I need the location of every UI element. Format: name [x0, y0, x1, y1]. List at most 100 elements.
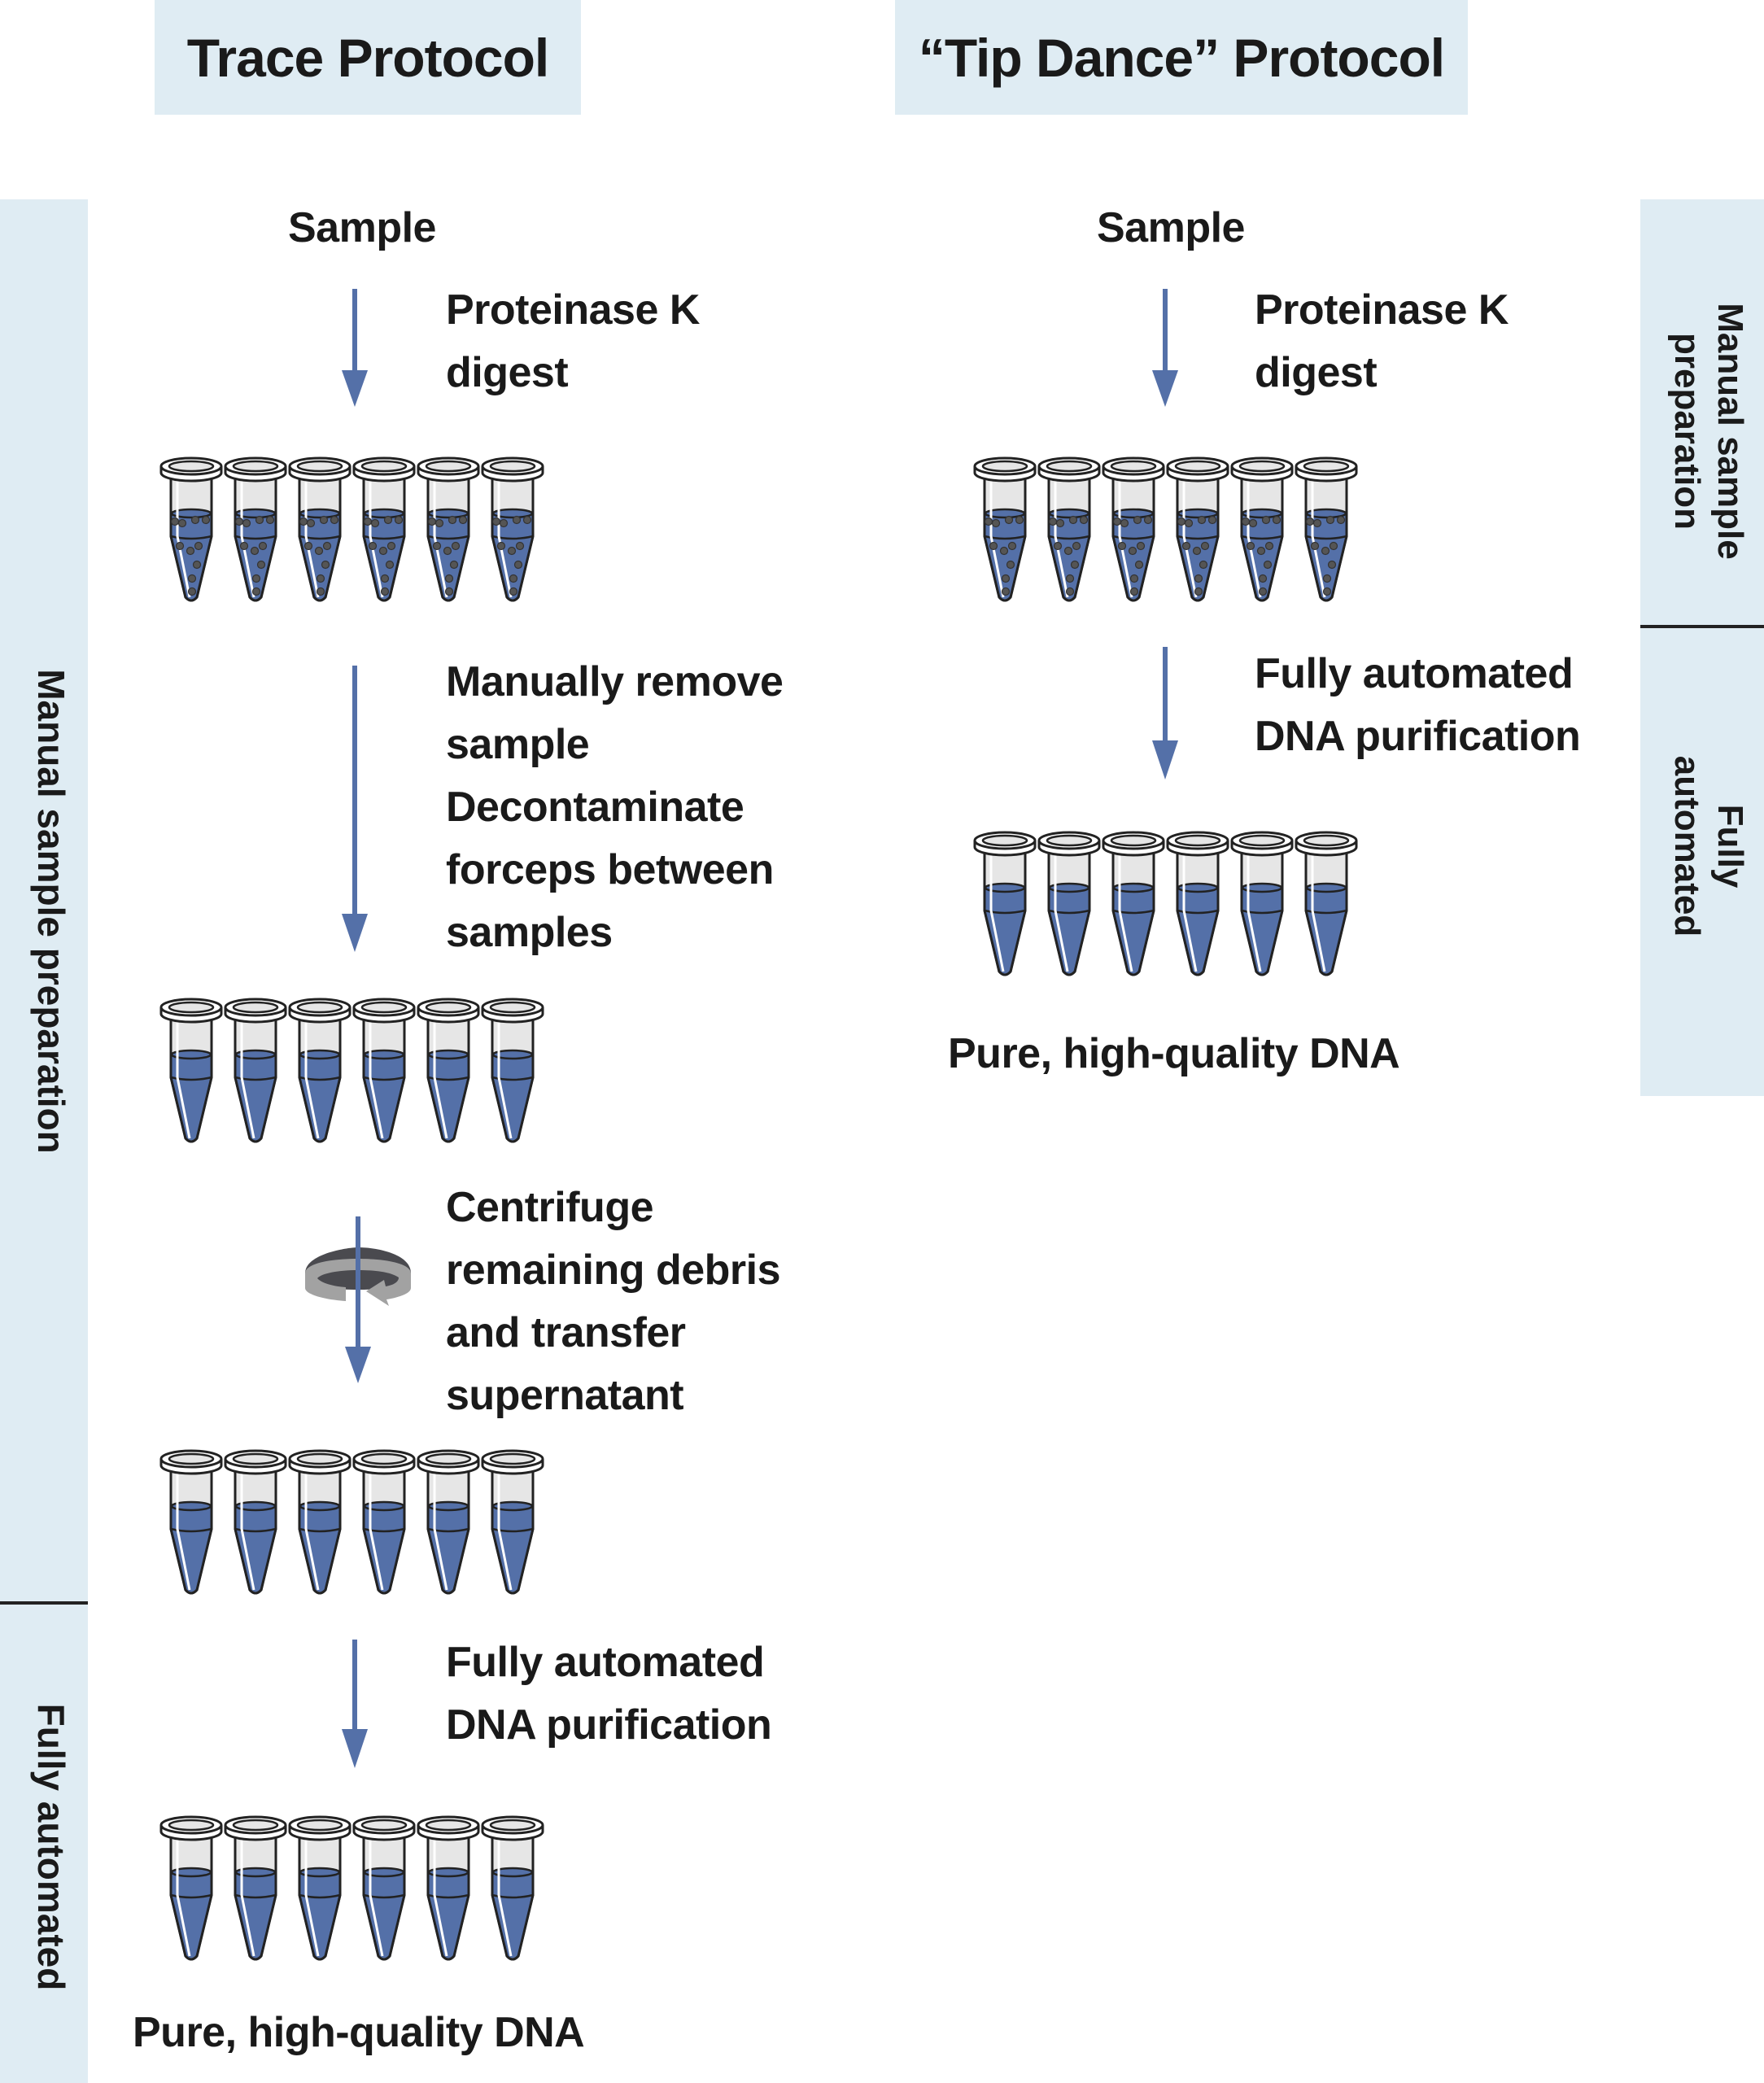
bead [1264, 541, 1274, 551]
tube-with-beads-icon [1295, 456, 1358, 602]
bead [491, 517, 501, 526]
bead [507, 546, 517, 556]
bead [299, 517, 308, 526]
step-line: Fully automated [446, 1639, 765, 1686]
arrow-down-icon [342, 1640, 368, 1768]
bead [1129, 587, 1139, 596]
step-line: digest [1255, 349, 1378, 396]
bead [1006, 560, 1015, 570]
bead [386, 541, 396, 551]
bead [192, 560, 202, 570]
bead [434, 518, 444, 528]
bead [363, 517, 373, 526]
tube-with-liquid-icon [288, 1815, 351, 1961]
bead [1207, 515, 1217, 525]
centrifuge-rotate-icon [305, 1216, 411, 1383]
bead [170, 517, 180, 526]
tipdance-step-automated: Fully automated DNA purification [1255, 643, 1581, 768]
tube-with-liquid-icon [224, 1815, 287, 1961]
bead [383, 515, 393, 525]
bead [1322, 587, 1332, 596]
tip-dance-protocol-header: “Tip Dance” Protocol [895, 0, 1468, 115]
step-line: and transfer [446, 1309, 686, 1356]
tube-with-liquid-icon [1166, 831, 1229, 976]
tip-dance-protocol-title: “Tip Dance” Protocol [918, 27, 1445, 88]
bead [1256, 546, 1266, 556]
bead [444, 574, 454, 583]
bead [1248, 518, 1258, 528]
tube-with-liquid-icon [352, 1449, 416, 1595]
tube-with-liquid-icon [417, 1815, 480, 1961]
tipdance-tube-row-2 [973, 831, 1358, 976]
bead [242, 518, 251, 528]
bead [250, 546, 260, 556]
bead [1143, 515, 1153, 525]
bead [258, 541, 268, 551]
bead [1007, 541, 1017, 551]
tube-with-liquid-icon [481, 1449, 544, 1595]
tube-with-liquid-icon [1037, 831, 1101, 976]
bead [1001, 587, 1011, 596]
bead [1329, 541, 1338, 551]
bead [1004, 515, 1014, 525]
step-line: Proteinase K [1255, 286, 1509, 334]
bead [1184, 518, 1194, 528]
tube-with-beads-icon [481, 456, 544, 602]
trace-tube-row-4 [159, 1815, 544, 1961]
bead [1194, 574, 1203, 583]
bead [999, 546, 1009, 556]
bead [1055, 518, 1065, 528]
arrow-down-icon [1152, 289, 1178, 407]
bead [432, 541, 442, 551]
bead [394, 515, 404, 525]
tube-with-liquid-icon [288, 998, 351, 1143]
bead [1177, 517, 1186, 526]
tipdance-side-label-automated-line2: automated [1667, 755, 1708, 937]
bead [187, 574, 197, 583]
bead [177, 518, 187, 528]
bead [1327, 560, 1337, 570]
bead [1310, 541, 1320, 551]
bead [1181, 541, 1191, 551]
bead [513, 560, 523, 570]
bead [1261, 515, 1271, 525]
trace-step-manual-remove: Manually remove sample Decontaminate for… [446, 651, 784, 964]
bead [496, 541, 506, 551]
bead [234, 517, 244, 526]
bead [380, 587, 390, 596]
step-line: sample [446, 721, 590, 768]
bead [989, 541, 998, 551]
bead [1246, 541, 1255, 551]
bead [256, 560, 266, 570]
bead [448, 515, 457, 525]
bead [1129, 574, 1139, 583]
bead [1068, 515, 1078, 525]
bead [1272, 515, 1282, 525]
bead [368, 541, 378, 551]
bead [306, 518, 316, 528]
bead [385, 560, 395, 570]
bead [449, 560, 459, 570]
trace-tube-row-1 [159, 456, 544, 602]
bead [190, 515, 200, 525]
arrow-down-icon [342, 666, 368, 952]
step-line: Fully automated [1255, 650, 1574, 697]
bead [1136, 541, 1146, 551]
step-line: Proteinase K [446, 286, 700, 334]
bead [186, 546, 195, 556]
bead [1199, 560, 1208, 570]
bead [1112, 517, 1122, 526]
trace-step-proteinase: Proteinase K digest [446, 279, 700, 404]
tube-with-beads-icon [1037, 456, 1101, 602]
bead [370, 518, 380, 528]
step-line: DNA purification [446, 1701, 772, 1749]
tube-with-liquid-icon [417, 998, 480, 1143]
tube-with-beads-icon [417, 456, 480, 602]
bead [458, 515, 468, 525]
bead [201, 515, 211, 525]
bead [1263, 560, 1273, 570]
trace-tube-row-3 [159, 1449, 544, 1595]
trace-protocol-header: Trace Protocol [155, 0, 581, 115]
tipdance-side-label-manual: Manual sample preparation [1653, 301, 1751, 561]
bead [444, 587, 454, 596]
